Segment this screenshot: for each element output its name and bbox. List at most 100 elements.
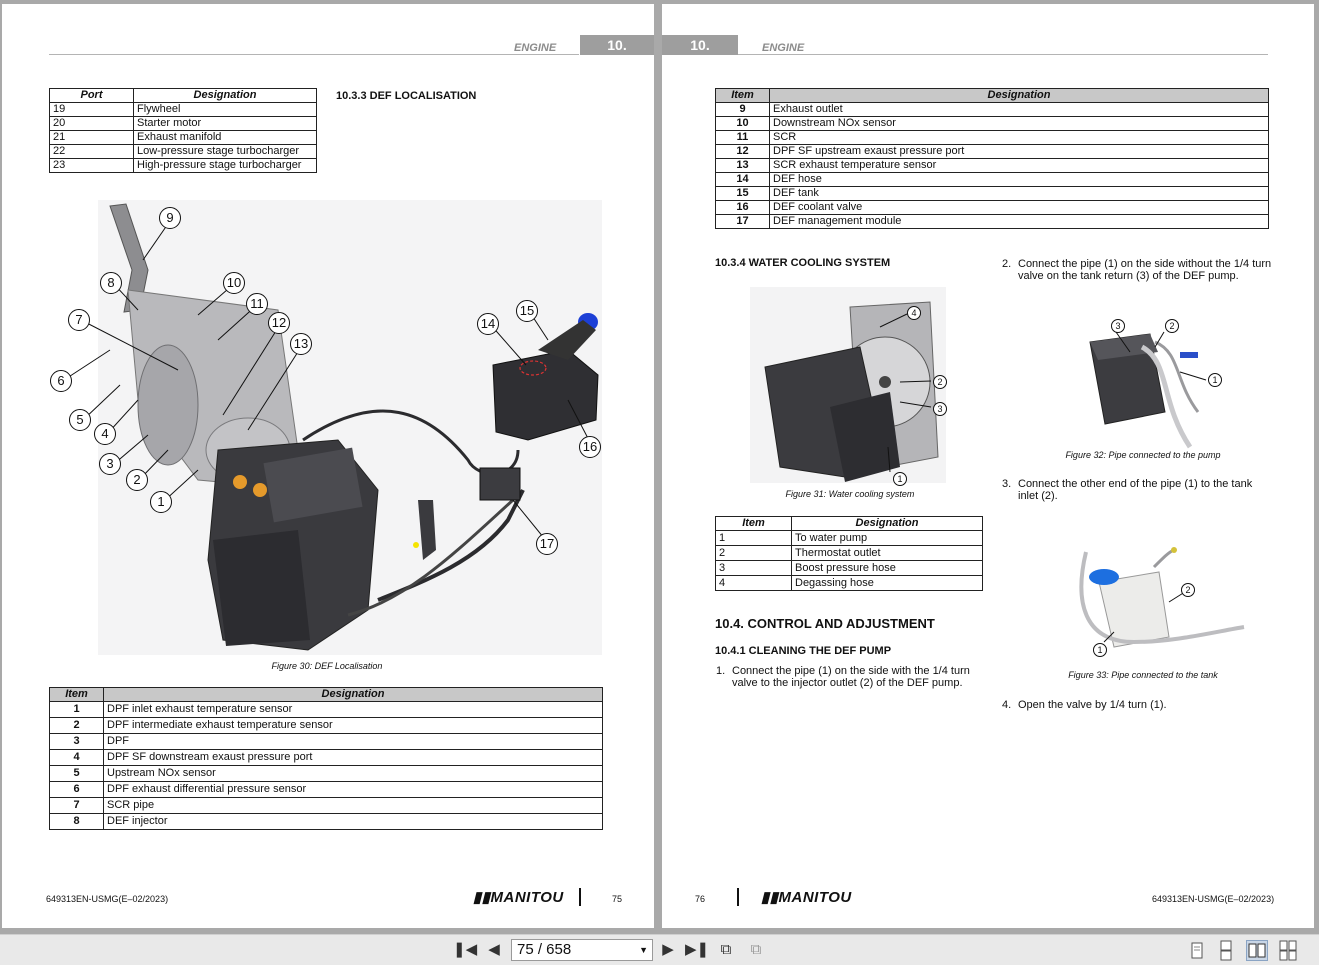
table-cell-designation: Upstream NOx sensor	[103, 765, 603, 782]
figure-33-caption: Figure 33: Pipe connected to the tank	[1068, 670, 1218, 680]
callout-6: 6	[50, 370, 72, 392]
previous-page-icon: ◀	[488, 941, 500, 958]
two-page-view-button[interactable]	[1246, 940, 1268, 961]
logo-text: MANITOU	[778, 889, 852, 906]
table-cell-item: 4	[49, 749, 104, 766]
table-cell-designation: Downstream NOx sensor	[769, 116, 1269, 131]
def-localisation-figure	[63, 200, 602, 655]
first-page-icon: ❚◀	[453, 941, 478, 958]
last-page-button[interactable]: ▶❚	[685, 939, 709, 961]
section-heading-water-cooling: 10.3.4 WATER COOLING SYSTEM	[715, 257, 891, 269]
two-page-continuous-icon	[1279, 940, 1297, 961]
table-cell-designation: DPF intermediate exhaust temperature sen…	[103, 717, 603, 734]
callout-7: 7	[68, 309, 90, 331]
footer-divider	[737, 888, 739, 906]
callout-8: 8	[100, 272, 122, 294]
two-page-icon	[1248, 943, 1266, 958]
single-page-view-button[interactable]	[1186, 940, 1208, 961]
section-heading-control-adjustment: 10.4. CONTROL AND ADJUSTMENT	[715, 616, 935, 631]
item-table-header: Designation	[103, 687, 603, 702]
callout-4: 4	[94, 423, 116, 445]
footer-page-number: 75	[612, 894, 623, 904]
footer-doc-code: 649313EN-USMG(E–02/2023)	[46, 894, 169, 904]
go-forward-view-button[interactable]: ⧉	[745, 939, 767, 961]
callout-11: 11	[246, 293, 268, 315]
viewer-toolbar: ❚◀ ◀ 75 / 658▼ ▶ ▶❚ ⧉ ⧉	[0, 934, 1319, 965]
callout-15: 15	[516, 300, 538, 322]
table-cell-item: 3	[49, 733, 104, 750]
go-back-icon: ⧉	[720, 941, 732, 958]
previous-page-button[interactable]: ◀	[483, 939, 505, 961]
step-number: 1.	[716, 665, 726, 677]
callout-1: 1	[893, 472, 907, 486]
table-cell-item: 15	[715, 186, 770, 201]
water-table-header: Designation	[791, 516, 983, 531]
step-text: Connect the pipe (1) on the side with th…	[732, 665, 970, 689]
table-cell-designation: DEF management module	[769, 214, 1269, 229]
table-cell-item: 9	[715, 102, 770, 117]
table-cell-item: 1	[49, 701, 104, 718]
first-page-button[interactable]: ❚◀	[453, 939, 478, 961]
table-cell-item: 13	[715, 158, 770, 173]
table-cell-item: 5	[49, 765, 104, 782]
continuous-view-button[interactable]	[1215, 940, 1237, 961]
table-cell-designation: DPF	[103, 733, 603, 750]
go-back-view-button[interactable]: ⧉	[715, 939, 737, 961]
chevron-down-icon: ▼	[639, 945, 648, 955]
two-page-continuous-view-button[interactable]	[1277, 940, 1299, 961]
port-table-header: Designation	[133, 88, 317, 103]
port-table-header: Port	[49, 88, 134, 103]
table-cell-item: 23	[49, 158, 134, 173]
table-cell-designation: SCR	[769, 130, 1269, 145]
table-cell-designation: DPF inlet exhaust temperature sensor	[103, 701, 603, 718]
table-cell-designation: To water pump	[791, 530, 983, 546]
table-cell-item: 3	[715, 560, 792, 576]
item-table-header: Designation	[769, 88, 1269, 103]
pipe-to-pump-figure	[1089, 331, 1207, 449]
table-cell-designation: Starter motor	[133, 116, 317, 131]
footer-doc-code: 649313EN-USMG(E–02/2023)	[1152, 894, 1275, 904]
single-page-icon	[1191, 942, 1203, 959]
table-cell-item: 10	[715, 116, 770, 131]
next-page-icon: ▶	[662, 941, 674, 958]
table-cell-designation: DPF SF upstream exaust pressure port	[769, 144, 1269, 159]
logo-mark-icon: ▮▮	[473, 889, 491, 906]
callout-3: 3	[99, 453, 121, 475]
callout-2: 2	[933, 375, 947, 389]
callout-1: 1	[1093, 643, 1107, 657]
table-cell-designation: DEF hose	[769, 172, 1269, 187]
table-cell-designation: Exhaust manifold	[133, 130, 317, 145]
table-cell-designation: SCR pipe	[103, 797, 603, 814]
table-cell-item: 17	[715, 214, 770, 229]
header-section-number: 10.	[580, 35, 654, 55]
table-cell-item: 20	[49, 116, 134, 131]
footer-page-number: 76	[695, 894, 706, 904]
table-cell-item: 16	[715, 200, 770, 215]
next-page-button[interactable]: ▶	[657, 939, 679, 961]
header-section-number: 10.	[662, 35, 738, 55]
table-cell-item: 6	[49, 781, 104, 798]
logo-mark-icon: ▮▮	[761, 889, 779, 906]
header-rule	[738, 54, 1268, 55]
table-cell-item: 12	[715, 144, 770, 159]
callout-13: 13	[290, 333, 312, 355]
table-cell-item: 4	[715, 575, 792, 591]
page-number-select[interactable]: 75 / 658▼	[511, 939, 653, 961]
table-cell-item: 11	[715, 130, 770, 145]
